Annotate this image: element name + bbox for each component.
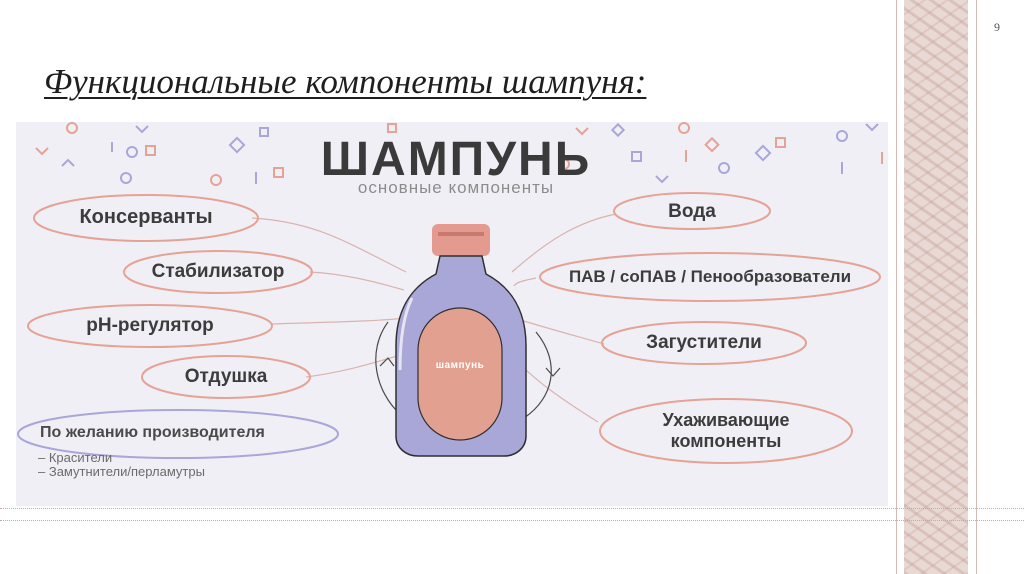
dotted-divider [0,520,1024,521]
component-surfactants: ПАВ / соПАВ / Пенообразователи [540,267,880,287]
shampoo-bottle [396,224,526,456]
component-fragrance: Отдушка [142,366,310,388]
dotted-divider [0,508,1024,509]
infographic-subtitle: основные компоненты [286,178,626,198]
component-stabilizer: Стабилизатор [124,261,312,283]
component-ph-regulator: pH-регулятор [28,315,272,337]
shampoo-infographic: ШАМПУНЬ основные компоненты Консерванты … [16,122,888,506]
decorative-side-strip [904,0,968,574]
optional-item: – Красители [38,450,112,465]
bottle-label: шампунь [420,360,500,371]
page-number: 9 [985,20,1009,35]
component-preservatives: Консерванты [34,206,258,229]
side-border-line [976,0,977,574]
component-care: Ухаживающие компоненты [630,410,822,452]
component-thickeners: Загустители [602,332,806,354]
optional-item: – Замутнители/перламутры [38,464,205,479]
component-water: Вода [614,201,770,223]
optional-title: По желанию производителя [40,424,265,442]
slide-title: Функциональные компоненты шампуня: [44,62,646,102]
side-border-line [896,0,897,574]
